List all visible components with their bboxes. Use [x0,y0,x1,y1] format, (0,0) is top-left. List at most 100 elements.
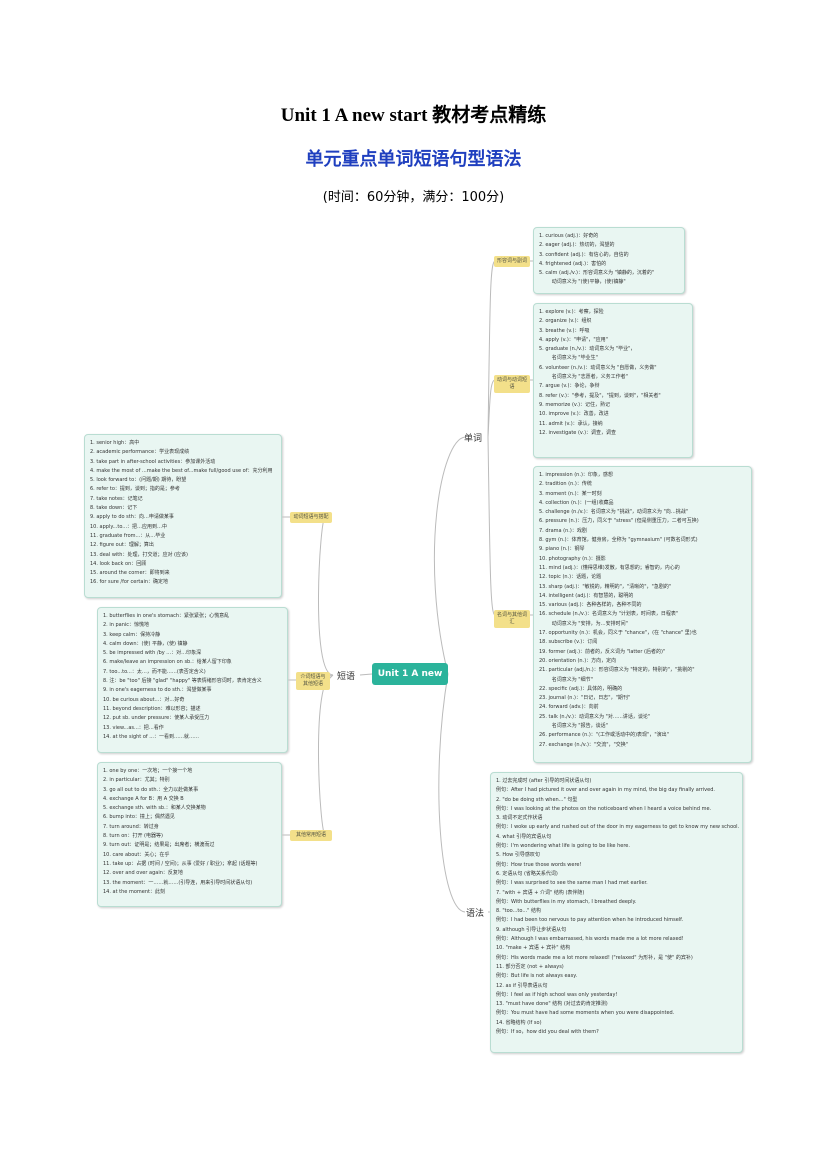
list-item: 11. beyond description：难以形容；描述 [103,705,201,712]
list-item: 例句：I was surprised to see the same man I… [496,880,648,887]
connector-words [433,436,466,675]
list-item: 1. 过去完成时 (after 引导的时间状语从句) [496,778,592,784]
connector-adj [487,260,496,438]
list-item: 5. graduate (n./v.)：动词意义为 "毕业"， [539,346,636,353]
list-item: 4. apply (v.)："申请"，"应用" [539,336,608,343]
list-item: 4. exchange A for B：用 A 交换 B [103,795,184,802]
list-item: 名词意义为 "报告，谈话" [539,723,608,730]
list-item: 9. apply to do sth：向…申请做某事 [90,514,174,521]
list-item: 6. bump into：撞上；偶然遇见 [103,814,175,821]
list-item: 5. be impressed with /by ...：对…印象深 [103,650,202,657]
connector-phrases [359,673,373,676]
list-item: 动词意义为 "安排，为…安排时间" [539,620,628,627]
list-item: 11. graduate from...：从…毕业 [90,532,166,539]
list-item: 例句：I woke up early and rushed out of the… [496,824,740,831]
list-item: 16. schedule (n./v.)：名词意义为 "计划表，时间表，日程表" [539,611,679,618]
label-adj: 形容词与副词 [494,256,530,267]
list-item: 9. memorize (v.)：记住，熟记 [539,401,611,408]
phrase-box-2: 1. butterflies in one's stomach：紧张紧张；心慌意… [97,607,288,753]
list-item: 1. curious (adj.)：好奇的 [539,233,599,239]
list-item: 6. volunteer (n./v.)：动词意义为 "自愿做，义务做" [539,364,657,371]
list-item: 2. academic performance：学业表现成绩 [90,449,190,456]
list-item: 12. figure out：理解；算出 [90,542,154,549]
list-item: 例句：But life is not always easy. [496,973,578,980]
list-item: 1. impression (n.)：印象，感想 [539,472,613,478]
label-verb: 动词与动词短语 [494,375,530,393]
list-item: 5. How 引导感叹句 [496,852,540,859]
list-item: 2. eager (adj.)：热切的，渴望的 [539,242,615,249]
list-item: 8. turn on：打开 (电器等) [103,833,163,840]
list-item: 1. senior high：高中 [90,440,140,446]
label-noun: 名词与其他词汇 [494,610,530,628]
list-item: 4. frightened (adj.)：害怕的 [539,260,607,267]
list-item: 6. refer to：提到，谈到；指的是；参考 [90,486,180,493]
list-item: 3. moment (n.)：某一时刻 [539,490,602,497]
list-item: 9. although 引导让步状语从句 [496,926,567,933]
list-item: 例句：I feel as if high school was only yes… [496,991,618,998]
list-item: 3. go all out to do sth.：全力以赴做某事 [103,786,199,793]
list-item: 11. mind (adj.)：(懂得思维)发散，有思想的；睿智的，内心的 [539,564,680,571]
list-item: 10. "make + 宾语 + 宾补" 结构 [496,945,571,952]
list-item: 6. 定语从句 (省略关系代词) [496,870,558,877]
list-item: 12. over and over again：反复地 [103,870,183,877]
list-item: 7. take notes：记笔记 [90,495,143,502]
list-item: 3. breathe (v.)：呼吸 [539,327,590,334]
list-item: 27. exchange (n./v.)："交流"，"交换" [539,741,629,748]
list-item: 13. "must have done" 结构 (对过去的肯定推测) [496,1001,608,1008]
list-item: 3. 动词不定式作状语 [496,815,543,822]
list-item: 名词意义为 "志愿者，义务工作者" [539,374,628,381]
list-item: 例句：His words made me a lot more relaxed!… [496,954,693,961]
list-item: 6. make/leave an impression on sb.：给某人留下… [103,659,232,666]
list-item: 13. deal with：处理，打交道；应对 (应该) [90,551,188,558]
page-subtitle: 单元重点单词短语句型语法 [305,149,522,170]
list-item: 10. be curious about...：对…好奇 [103,696,185,703]
list-item: 11. admit (v.)：承认，接纳 [539,420,603,427]
list-item: 4. make the most of ...make the best of.… [90,467,273,474]
list-item: 3. confident (adj.)：有信心的，自信的 [539,251,629,258]
list-item: 8. gym (n.)：体育馆，健身房，全称为 "gymnasium" (可数名… [539,537,698,544]
list-item: 1. butterflies in one's stomach：紧张紧张；心慌意… [103,613,230,619]
list-item: 10. improve (v.)：改善，改进 [539,411,609,418]
list-item: 6. pressure (n.)：压力，同义于 "stress" (但是侧重压力… [539,518,699,525]
adjective-box: 1. curious (adj.)：好奇的 2. eager (adj.)：热切的… [533,227,685,294]
list-item: 8. take down：记下 [90,505,138,512]
list-item: 例句：How true those words were! [496,861,582,868]
list-item: 3. take part in after-school activities：… [90,458,216,465]
list-item: 9. in one's eagerness to do sth.：渴望做某事 [103,687,212,694]
list-item: 5. calm (adj./v.)：形容词意义为 "镇静的，沉着的" [539,270,655,277]
list-item: 例句：Although I was embarrassed, his words… [496,936,684,943]
list-item: 1. explore (v.)：考察，探险 [539,309,604,315]
list-item: 15. around the corner：即将到来 [90,570,170,577]
list-item: 4. collection (n.)：(一组)收藏品 [539,499,614,506]
list-item: 例句：I'm wondering what life is going to b… [496,843,630,850]
list-item: 23. journal (n.)："日记，日志"，"期刊" [539,695,631,702]
label-ph2: 介词短语与其他短语 [296,672,330,690]
list-item: 7. turn around：转过身 [103,823,159,830]
list-item: 11. 部分否定 (not + always) [496,963,564,970]
list-item: 12. investigate (v.)：调查，调查 [539,429,617,436]
label-ph3: 其他常用短语 [290,830,332,841]
branch-grammar: 语法 [466,909,485,919]
list-item: 21. particular (adj./n.)：形容词意义为 "特定的，特别的… [539,667,695,674]
list-item: 7. drama (n.)：戏剧 [539,527,587,534]
list-item: 10. photography (n.)：摄影 [539,555,606,562]
list-item: 5. challenge (n./v.)：名词意义为 "挑战"，动词意义为 "向… [539,509,689,516]
list-item: 例句：With butterflies in my stomach, I bre… [496,898,637,905]
branch-words: 单词 [464,434,483,444]
list-item: 例句：If so，how did you deal with them? [496,1029,599,1036]
list-item: 3. keep calm：保持冷静 [103,631,161,638]
list-item: 1. one by one：一次地；一个接一个地 [103,768,193,774]
list-item: 7. argue (v.)：争论，争辩 [539,383,600,390]
list-item: 例句：I was looking at the photos on the no… [496,805,712,812]
list-item: 14. at the moment：此刻 [103,888,165,895]
list-item: 4. what 引导的宾语从句 [496,833,552,840]
list-item: 14. 省略结构 (If so) [496,1019,542,1026]
connector-noun [487,436,496,616]
list-item: 8. refer (v.)："参考，提及"，"提到，谈到"，"相关者" [539,392,661,399]
grammar-box: 1. 过去完成时 (after 引导的时间状语从句)例句：After I had… [490,772,743,1053]
list-item: 7. too...to...：太…，而不能……(表否定含义) [103,668,206,675]
list-item: 4. calm down：(使) 平静，(使) 镇静 [103,640,188,647]
